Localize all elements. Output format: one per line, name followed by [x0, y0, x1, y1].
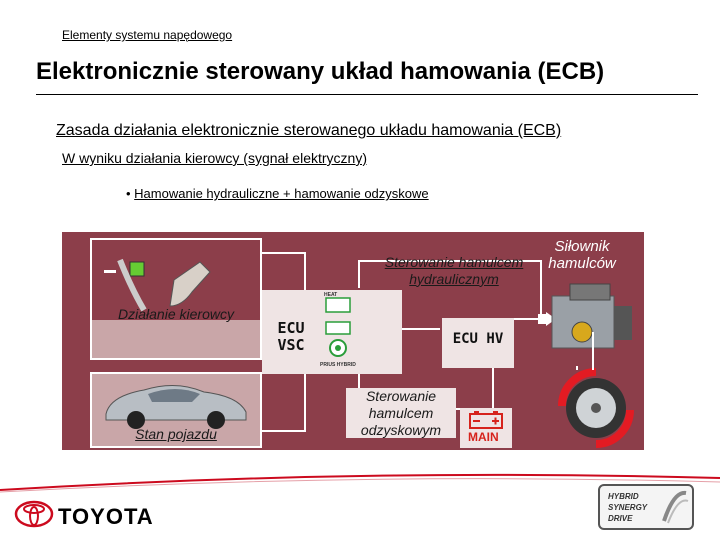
connector	[398, 328, 440, 330]
bullet-text: Hamowanie hydrauliczne + hamowanie odzys…	[134, 186, 429, 201]
toyota-wordmark: TOYOTA	[58, 504, 154, 529]
hydraulic-control-label: Sterowanie hamulcem hydraulicznym	[384, 254, 524, 287]
ecu-hv-box: ECU HV	[442, 318, 514, 368]
section-subtitle: Zasada działania elektronicznie sterowan…	[56, 122, 562, 139]
regen-control-label: Sterowanie hamulcem odzyskowym	[346, 388, 456, 439]
breadcrumb: Elementy systemu napędowego	[62, 28, 233, 42]
driver-action-label: Działanie kierowcy	[118, 306, 234, 322]
vehicle-state-label: Stan pojazdu	[135, 426, 217, 442]
connector	[262, 252, 306, 254]
connector	[492, 366, 494, 410]
title-underline	[36, 94, 698, 95]
badge-line-1: HYBRID	[608, 492, 639, 501]
ecu-hv-label: ECU HV	[452, 331, 504, 347]
main-label: MAIN	[468, 430, 499, 444]
connector	[358, 260, 542, 262]
hybrid-synergy-drive-badge: HYBRID SYNERGY DRIVE	[598, 484, 694, 530]
brake-actuator-icon	[551, 283, 632, 349]
toyota-logo-icon	[14, 500, 54, 528]
brake-pedal-icon	[92, 240, 260, 320]
vehicle-state-box: Stan pojazdu	[90, 372, 262, 448]
connector	[514, 318, 542, 320]
ecu-vsc-label: ECU VSC	[277, 319, 305, 354]
driver-action-box: Działanie kierowcy	[90, 238, 262, 360]
section-subtitle-2: W wyniku działania kierowcy (sygnał elek…	[62, 150, 367, 166]
connector	[540, 260, 542, 316]
badge-line-2: SYNERGY	[608, 503, 648, 512]
badge-line-3: DRIVE	[608, 514, 633, 523]
actuator-label: Siłownik hamulców	[548, 238, 616, 272]
ecu-vsc-box: ECU VSC HEAT PRIUS HYBRID	[262, 290, 402, 374]
connector	[262, 430, 306, 432]
page-title: Elektronicznie sterowany układ hamowania…	[36, 58, 605, 85]
battery-icon	[469, 411, 503, 429]
hybrid-indicator-icon	[325, 297, 351, 357]
wheel-icon	[558, 366, 634, 448]
footer-swoosh	[0, 473, 720, 493]
ecb-diagram: Działanie kierowcy Stan pojazdu ECU VSC …	[62, 232, 644, 450]
prius-icon-label: PRIUS HYBRID	[320, 362, 356, 368]
battery-main-box: MAIN	[460, 408, 512, 448]
bullet-item: • Hamowanie hydrauliczne + hamowanie odz…	[126, 186, 429, 201]
connector	[592, 332, 594, 370]
arrow-right-icon	[538, 312, 556, 326]
hsd-swirl-icon	[662, 490, 689, 524]
heat-icon-label: HEAT	[324, 292, 338, 298]
car-icon	[105, 385, 247, 429]
connector	[358, 260, 360, 288]
